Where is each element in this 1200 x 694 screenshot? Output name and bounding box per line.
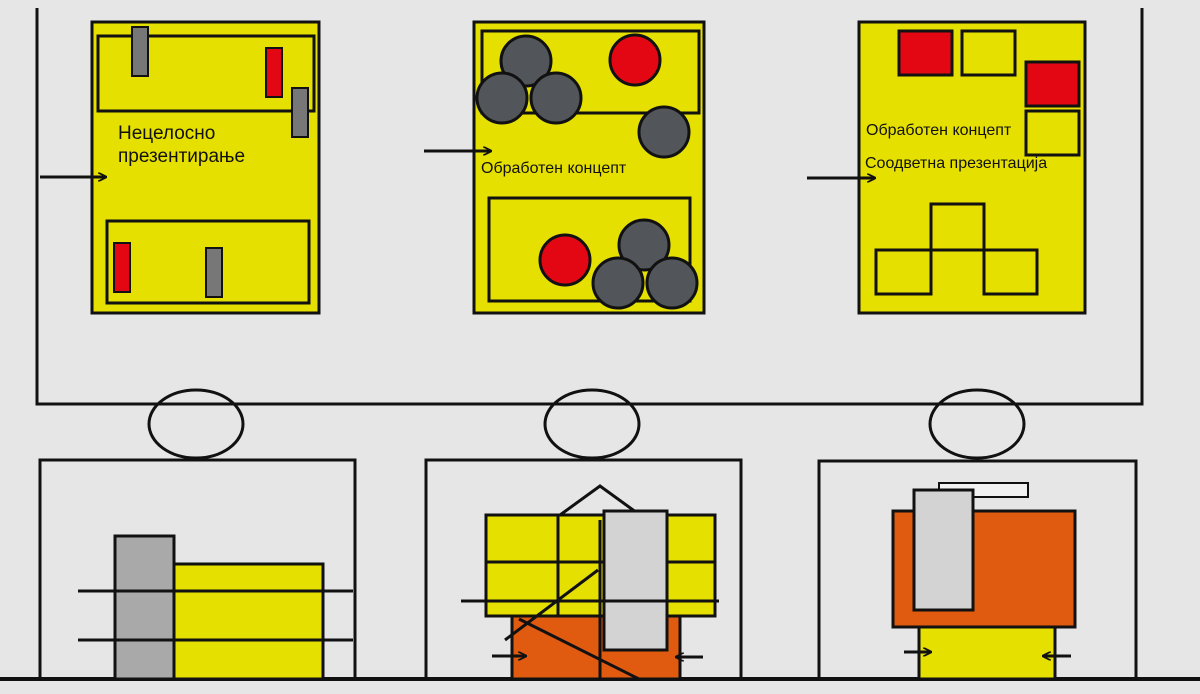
panel-3-label-line-1: Обработен концепт: [866, 121, 1011, 140]
dark-circle: [593, 258, 643, 308]
head-circle: [149, 390, 243, 458]
person-figure-2: [426, 390, 741, 679]
panel-2-label: Обработен концепт: [481, 159, 626, 178]
dark-circle: [531, 73, 581, 123]
gray-bar: [292, 88, 308, 137]
panel-1-label-line-2: презентирање: [118, 146, 245, 169]
light-gray-block: [604, 511, 667, 650]
person-figure-3: [819, 390, 1136, 679]
light-gray-block: [914, 490, 973, 610]
dark-circle: [639, 107, 689, 157]
head-circle: [930, 390, 1024, 458]
panel-3-label-line-2: Соодветна презентација: [865, 154, 1047, 173]
red-circle: [540, 235, 590, 285]
person-figure-1: [40, 390, 355, 679]
red-square: [1026, 62, 1079, 106]
red-circle: [610, 35, 660, 85]
gray-bar: [132, 27, 148, 76]
panel-1-label: Нецелосно презентирање: [118, 123, 245, 169]
red-square: [899, 31, 952, 75]
panel-1-label-line-1: Нецелосно: [118, 123, 245, 146]
yellow-block: [174, 564, 323, 679]
dark-circle: [647, 258, 697, 308]
dark-circle: [477, 73, 527, 123]
gray-block: [115, 536, 174, 679]
gray-bar: [206, 248, 222, 297]
head-circle: [545, 390, 639, 458]
red-bar: [114, 243, 130, 292]
yellow-block: [919, 627, 1055, 679]
red-bar: [266, 48, 282, 97]
